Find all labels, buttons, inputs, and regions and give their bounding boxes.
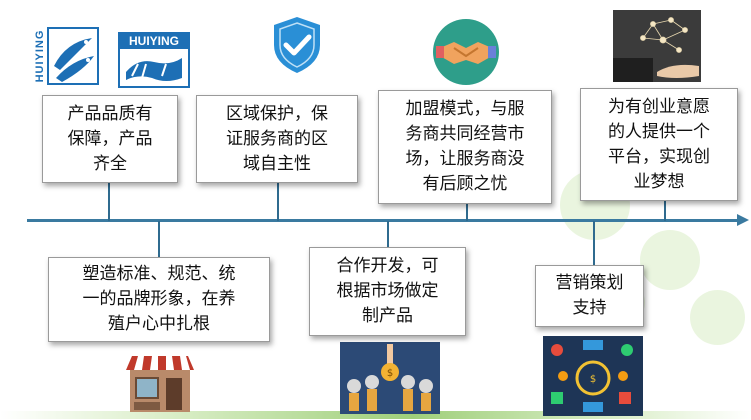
- feature-box-franchise: 加盟模式，与服 务商共同经营市 场，让服务商没 有后顾之忧: [378, 90, 552, 204]
- marketing-collage-icon: $: [543, 336, 643, 416]
- timeline-tick: [664, 201, 666, 221]
- text-line: 营销策划: [555, 273, 624, 293]
- feature-box-quality: 产品品质有 保障，产品 齐全: [42, 95, 178, 183]
- text-line: 殖户心中扎根: [108, 314, 210, 334]
- money-hand-icon: $: [340, 342, 440, 414]
- huiying-horizontal-text: HUIYING: [128, 34, 179, 48]
- timeline-arrowhead: [737, 214, 749, 226]
- text-line: 保障，产品: [67, 128, 153, 149]
- text-line: 产品品质有: [67, 103, 153, 124]
- background-dot: [640, 230, 700, 290]
- huiying-vertical-text: HUIYING: [34, 29, 46, 83]
- svg-text:$: $: [387, 368, 393, 379]
- text-line: 务商共同经营市: [405, 124, 525, 144]
- text-line: 一的品牌形象，在养: [82, 289, 236, 309]
- text-line: 平台，实现创: [608, 146, 710, 167]
- svg-text:$: $: [590, 374, 596, 385]
- text-line: 支持: [572, 298, 607, 318]
- timeline-tick: [108, 183, 110, 221]
- text-line: 业梦想: [633, 171, 685, 192]
- text-line: 有后顾之忧: [422, 174, 508, 194]
- feature-text: 合作开发，可 根据市场做定 制产品: [337, 254, 439, 329]
- timeline-tick: [387, 221, 389, 247]
- text-line: 加盟模式，与服: [405, 99, 525, 119]
- feature-text: 为有创业意愿 的人提供一个 平台，实现创 业梦想: [608, 95, 710, 195]
- text-line: 场，让服务商没: [405, 149, 525, 169]
- timeline-tick: [593, 221, 595, 265]
- bottom-gradient-bar: [0, 411, 751, 419]
- huiying-product-logo-icon: HUIYING: [118, 32, 190, 88]
- huiying-fish-logo-icon: HUIYING: [30, 26, 100, 86]
- text-line: 证服务商的区: [226, 128, 328, 149]
- feature-box-marketing-support: 营销策划 支持: [535, 265, 644, 327]
- text-line: 的人提供一个: [608, 121, 710, 142]
- handshake-icon: [432, 18, 500, 86]
- text-line: 区域保护，保: [226, 103, 328, 124]
- text-line: 制产品: [362, 306, 413, 326]
- feature-text: 区域保护，保 证服务商的区 域自主性: [226, 102, 328, 177]
- feature-box-region-protection: 区域保护，保 证服务商的区 域自主性: [196, 95, 358, 183]
- text-line: 合作开发，可: [336, 256, 439, 276]
- text-line: 塑造标准、规范、统: [82, 264, 236, 284]
- text-line: 为有创业意愿: [608, 96, 710, 117]
- text-line: 根据市场做定: [336, 281, 439, 301]
- feature-text: 塑造标准、规范、统 一的品牌形象，在养 殖户心中扎根: [83, 262, 236, 337]
- feature-text: 加盟模式，与服 务商共同经营市 场，让服务商没 有后顾之忧: [406, 97, 525, 197]
- network-hand-icon: [613, 10, 701, 82]
- timeline-axis: [27, 219, 739, 222]
- text-line: 齐全: [93, 153, 127, 174]
- text-line: 域自主性: [243, 153, 311, 174]
- timeline-tick: [466, 204, 468, 221]
- storefront-icon: [124, 352, 196, 414]
- feature-box-entrepreneur-platform: 为有创业意愿 的人提供一个 平台，实现创 业梦想: [580, 88, 738, 201]
- background-dot: [690, 290, 745, 345]
- timeline-tick: [277, 183, 279, 221]
- shield-check-icon: [270, 15, 324, 75]
- feature-box-co-development: 合作开发，可 根据市场做定 制产品: [309, 247, 466, 336]
- feature-text: 产品品质有 保障，产品 齐全: [68, 102, 153, 177]
- feature-text: 营销策划 支持: [556, 271, 624, 321]
- timeline-tick: [158, 221, 160, 257]
- feature-box-brand-image: 塑造标准、规范、统 一的品牌形象，在养 殖户心中扎根: [48, 257, 270, 342]
